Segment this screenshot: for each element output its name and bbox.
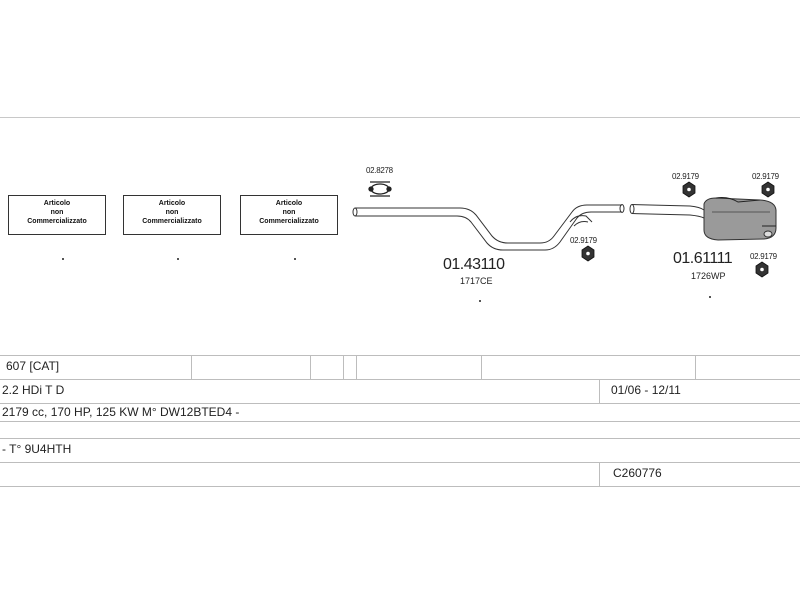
rear-muffler-code: 01.61111 <box>673 250 733 267</box>
box-text-line3: Commercializzato <box>259 218 319 225</box>
box-text-line1: Articolo <box>43 200 71 207</box>
middle-pipe-drawing <box>352 204 625 251</box>
clamp-code: 02.8278 <box>366 166 393 175</box>
table-divider <box>310 355 311 379</box>
rear-muffler-ref: 1726WP <box>691 271 726 281</box>
not-available-box-2: Articolo non Commercializzato <box>123 195 221 235</box>
box-dot-1 <box>62 258 64 260</box>
table-line <box>0 462 800 463</box>
box-text-line1: Articolo <box>275 200 303 207</box>
middle-pipe-dot <box>479 300 481 302</box>
not-available-box-3: Articolo non Commercializzato <box>240 195 338 235</box>
rubber-mount-centers <box>586 187 770 272</box>
rubber-mount-rear-left-code: 02.9179 <box>672 172 699 181</box>
middle-pipe-code: 01.43110 <box>443 256 505 273</box>
table-divider <box>599 379 600 403</box>
table-divider <box>356 355 357 379</box>
vehicle-model: 607 [CAT] <box>6 359 60 373</box>
table-line <box>0 355 800 356</box>
rear-muffler-dot <box>709 296 711 298</box>
box-text-line2: non <box>165 209 179 216</box>
box-text-line1: Articolo <box>158 200 186 207</box>
rubber-mount-mid-code: 02.9179 <box>570 236 597 245</box>
middle-pipe-ref: 1717CE <box>460 276 493 286</box>
rubber-mount-rear-right-code: 02.9179 <box>752 172 779 181</box>
table-line <box>0 379 800 380</box>
table-line <box>0 486 800 487</box>
box-text-line3: Commercializzato <box>142 218 202 225</box>
box-text-line2: non <box>282 209 296 216</box>
box-dot-2 <box>177 258 179 260</box>
clamp-drawing <box>368 181 392 197</box>
box-text-line2: non <box>50 209 64 216</box>
table-divider <box>343 355 344 379</box>
box-text-line3: Commercializzato <box>27 218 87 225</box>
frame-top-line <box>0 117 800 118</box>
table-line <box>0 403 800 404</box>
table-line <box>0 438 800 439</box>
box-dot-3 <box>294 258 296 260</box>
rubber-mount-rear-bottom-code: 02.9179 <box>750 252 777 261</box>
vehicle-dates: 01/06 - 12/11 <box>611 383 681 397</box>
not-available-box-1: Articolo non Commercializzato <box>8 195 106 235</box>
table-divider <box>191 355 192 379</box>
rear-muffler-drawing <box>629 197 777 241</box>
vehicle-specs: 2179 cc, 170 HP, 125 KW M° DW12BTED4 - <box>2 405 240 419</box>
table-divider <box>599 462 600 486</box>
vehicle-code: C260776 <box>613 466 662 480</box>
table-line <box>0 421 800 422</box>
table-divider <box>481 355 482 379</box>
vehicle-type: - T° 9U4HTH <box>2 442 72 456</box>
vehicle-engine: 2.2 HDi T D <box>2 383 65 397</box>
exhaust-diagram <box>352 181 777 278</box>
table-divider <box>695 355 696 379</box>
